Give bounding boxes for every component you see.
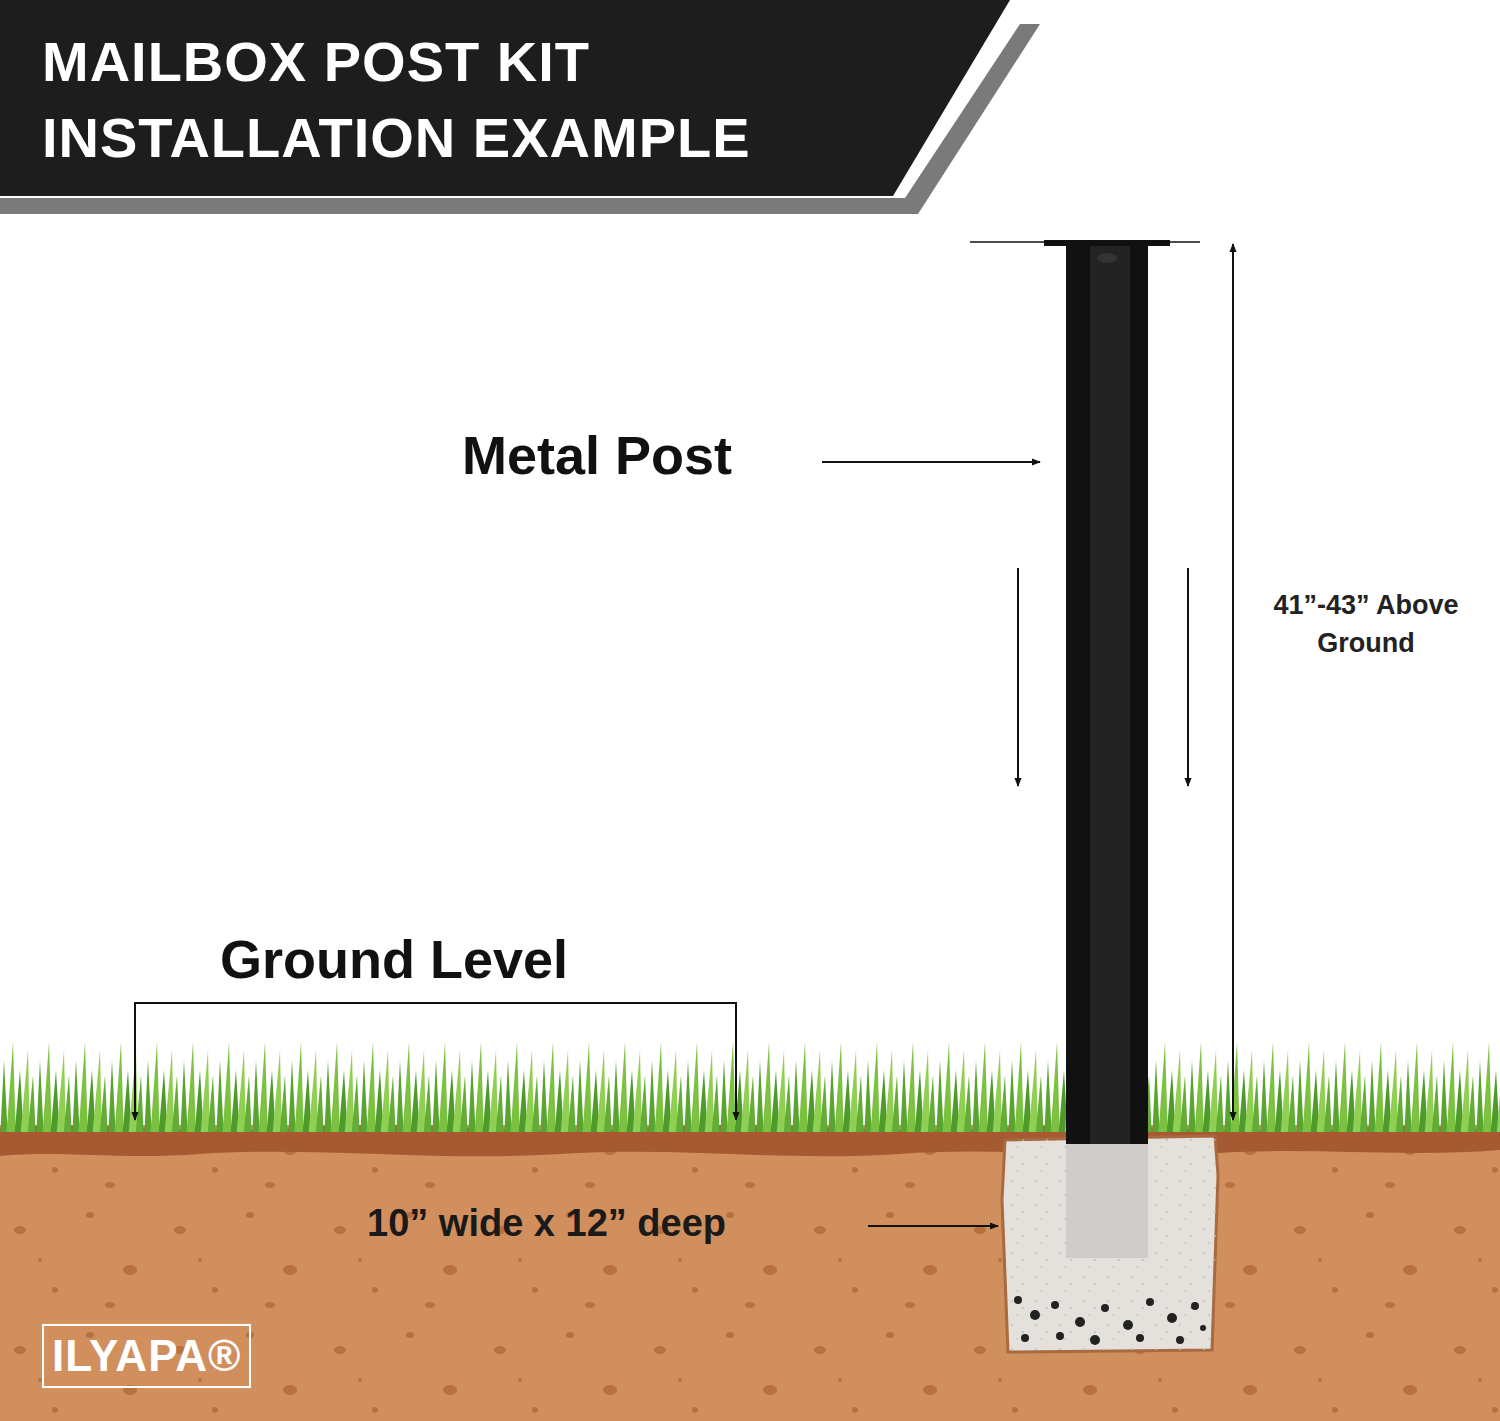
leader-line	[868, 1225, 998, 1227]
post-buried	[1066, 1140, 1148, 1258]
post-sheen	[1090, 244, 1130, 1144]
part-label: Ground Level	[220, 928, 568, 990]
direction-arrow	[1017, 568, 1019, 786]
part-label: Metal Post	[462, 424, 732, 486]
grass	[0, 1030, 1500, 1132]
concrete-footing	[1002, 1136, 1218, 1352]
soil-pebbles	[0, 1125, 1500, 1421]
direction-arrow	[1187, 568, 1189, 786]
gravel	[1014, 1296, 1206, 1345]
dimension-label: 41”-43” Above Ground	[1238, 586, 1494, 662]
top-line	[970, 241, 1200, 243]
post-bolt	[1097, 253, 1117, 263]
title-text: MAILBOX POST KIT INSTALLATION EXAMPLE	[42, 24, 902, 176]
title-banner	[0, 0, 1010, 196]
concrete-texture	[1002, 1136, 1218, 1352]
dimension-line	[1232, 244, 1234, 1120]
soil	[0, 1125, 1500, 1421]
ground-bracket	[135, 1003, 736, 1120]
dimension-label: 10” wide x 12” deep	[367, 1202, 726, 1245]
leader-line	[822, 461, 1040, 463]
watermark: ILYAPA®	[42, 1324, 251, 1388]
post-cap	[1044, 240, 1170, 246]
metal-post	[1066, 244, 1148, 1144]
